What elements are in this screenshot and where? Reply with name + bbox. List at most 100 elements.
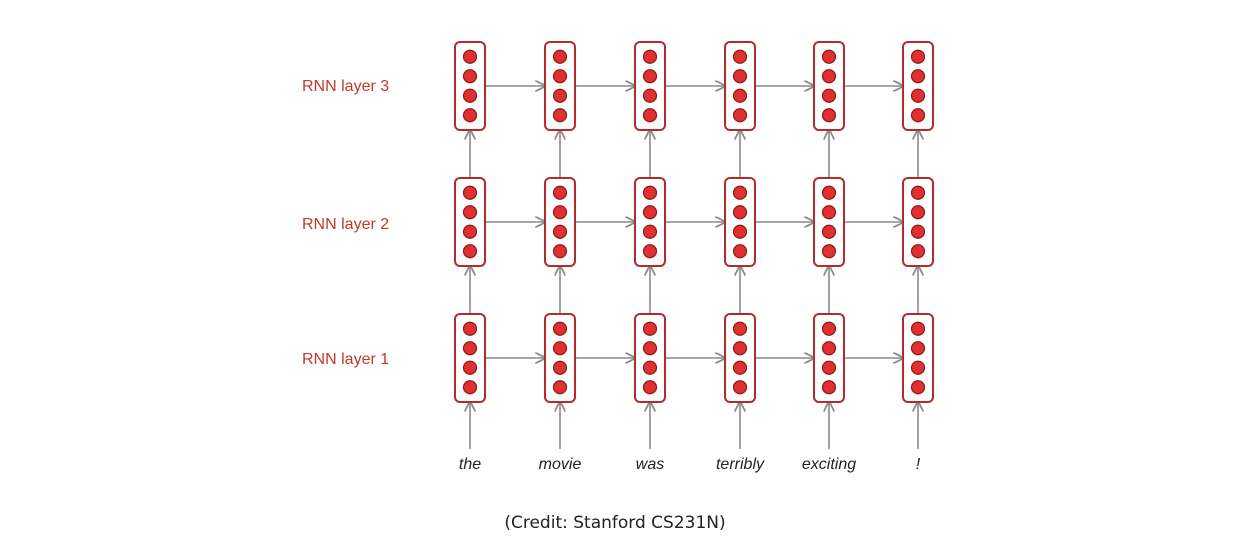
cell-border — [544, 177, 576, 267]
hidden-unit — [910, 205, 926, 220]
rnn-cell-layer2-t2 — [544, 177, 576, 267]
hidden-unit — [910, 244, 926, 259]
hidden-unit — [552, 244, 568, 259]
hidden-unit — [821, 380, 837, 395]
hidden-unit — [642, 185, 658, 200]
rnn-cell-layer1-t4 — [724, 313, 756, 403]
hidden-unit — [821, 360, 837, 375]
hidden-unit — [642, 224, 658, 239]
hidden-unit — [732, 321, 748, 336]
input-word-2: movie — [539, 456, 582, 473]
hidden-unit — [642, 380, 658, 395]
cell-border — [724, 177, 756, 267]
rnn-cell-layer1-t2 — [544, 313, 576, 403]
input-word-1: the — [459, 456, 481, 473]
rnn-cell-layer1-t3 — [634, 313, 666, 403]
hidden-unit — [821, 88, 837, 103]
hidden-unit — [552, 185, 568, 200]
hidden-unit — [462, 108, 478, 123]
hidden-unit — [642, 49, 658, 64]
hidden-unit — [821, 205, 837, 220]
hidden-unit — [642, 321, 658, 336]
hidden-unit — [552, 380, 568, 395]
hidden-unit — [732, 205, 748, 220]
input-word-6: ! — [916, 456, 921, 473]
cells-group — [454, 41, 934, 403]
rnn-cell-layer3-t5 — [813, 41, 845, 131]
layer-label-2: RNN layer 2 — [302, 216, 389, 233]
hidden-unit — [462, 69, 478, 84]
hidden-unit — [821, 321, 837, 336]
rnn-cell-layer3-t2 — [544, 41, 576, 131]
hidden-unit — [642, 360, 658, 375]
input-word-3: was — [636, 456, 664, 473]
cell-border — [634, 41, 666, 131]
hidden-unit — [910, 88, 926, 103]
rnn-cell-layer3-t1 — [454, 41, 486, 131]
input-word-4: terribly — [716, 456, 765, 473]
layer-label-3: RNN layer 3 — [302, 78, 389, 95]
hidden-unit — [910, 69, 926, 84]
hidden-unit — [462, 360, 478, 375]
rnn-cell-layer1-t1 — [454, 313, 486, 403]
hidden-unit — [732, 380, 748, 395]
rnn-cell-layer2-t3 — [634, 177, 666, 267]
hidden-unit — [462, 224, 478, 239]
rnn-cell-layer2-t6 — [902, 177, 934, 267]
rnn-cell-layer3-t3 — [634, 41, 666, 131]
hidden-unit — [910, 341, 926, 356]
cell-border — [544, 313, 576, 403]
hidden-unit — [732, 185, 748, 200]
hidden-unit — [552, 69, 568, 84]
cell-border — [813, 41, 845, 131]
hidden-unit — [910, 360, 926, 375]
hidden-unit — [552, 321, 568, 336]
hidden-unit — [462, 341, 478, 356]
cell-border — [634, 177, 666, 267]
hidden-unit — [821, 69, 837, 84]
hidden-unit — [552, 360, 568, 375]
hidden-unit — [910, 108, 926, 123]
hidden-unit — [821, 185, 837, 200]
hidden-unit — [462, 205, 478, 220]
cell-border — [902, 177, 934, 267]
hidden-unit — [552, 224, 568, 239]
hidden-unit — [910, 185, 926, 200]
hidden-unit — [462, 380, 478, 395]
rnn-cell-layer3-t6 — [902, 41, 934, 131]
hidden-unit — [462, 185, 478, 200]
hidden-unit — [732, 244, 748, 259]
cell-border — [813, 313, 845, 403]
hidden-unit — [821, 244, 837, 259]
hidden-unit — [462, 49, 478, 64]
cell-border — [724, 41, 756, 131]
hidden-unit — [642, 69, 658, 84]
cell-border — [454, 41, 486, 131]
arrows-group — [470, 86, 918, 449]
cell-border — [724, 313, 756, 403]
hidden-unit — [732, 108, 748, 123]
hidden-unit — [462, 321, 478, 336]
hidden-unit — [552, 49, 568, 64]
hidden-unit — [552, 205, 568, 220]
hidden-unit — [821, 108, 837, 123]
hidden-unit — [552, 88, 568, 103]
hidden-unit — [462, 88, 478, 103]
rnn-cell-layer2-t4 — [724, 177, 756, 267]
hidden-unit — [642, 244, 658, 259]
rnn-cell-layer3-t4 — [724, 41, 756, 131]
hidden-unit — [642, 88, 658, 103]
cell-border — [634, 313, 666, 403]
rnn-cell-layer1-t6 — [902, 313, 934, 403]
hidden-unit — [642, 205, 658, 220]
cell-border — [544, 41, 576, 131]
layer-label-1: RNN layer 1 — [302, 351, 389, 368]
hidden-unit — [642, 108, 658, 123]
rnn-cell-layer2-t1 — [454, 177, 486, 267]
hidden-unit — [910, 380, 926, 395]
input-word-5: exciting — [802, 456, 856, 473]
hidden-unit — [821, 224, 837, 239]
hidden-unit — [910, 224, 926, 239]
hidden-unit — [732, 360, 748, 375]
